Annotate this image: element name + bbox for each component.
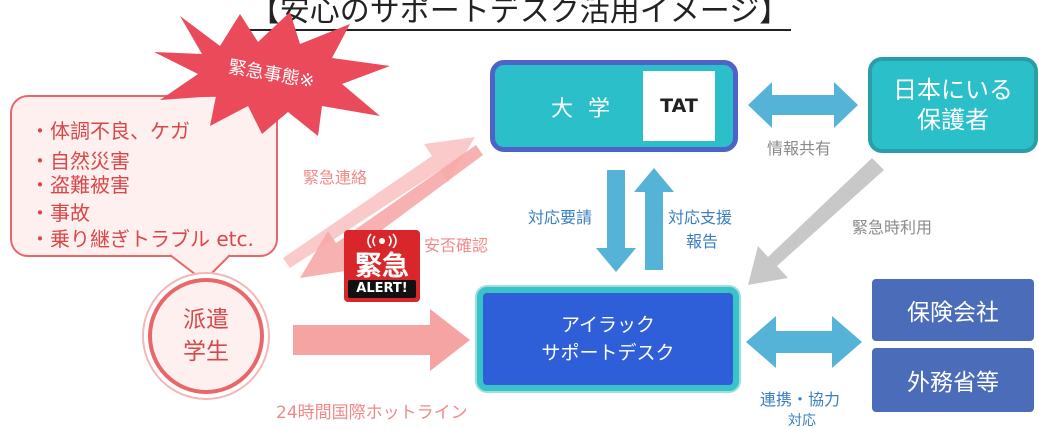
cooperate-arrow (746, 316, 862, 368)
incident-item: ・自然災害 (30, 149, 130, 173)
support-report-label-1: 対応支援 (668, 208, 733, 227)
university-node: 大 学 TAT (490, 60, 738, 152)
emergency-use-label: 緊急時利用 (852, 218, 933, 237)
tat-logo-text: TAT (660, 95, 698, 117)
emergency-use-arrow (748, 158, 884, 285)
support-report-arrow (634, 168, 674, 270)
insurance-label: 保険会社 (907, 300, 999, 326)
alert-main-label: 緊急 (355, 251, 409, 282)
support-report-label-2: 報告 (686, 232, 719, 251)
parents-node: 日本にいる 保護者 (868, 57, 1038, 153)
parents-label-line2: 保護者 (917, 106, 989, 134)
cooperate-label: 連携・協力 (760, 390, 841, 409)
burst-shape (154, 12, 390, 136)
info-share-arrow (748, 82, 858, 128)
helpdesk-label-line2: サポートデスク (541, 342, 675, 364)
respond-label: 対応 (788, 413, 816, 429)
incident-item: ・盗難被害 (30, 173, 130, 197)
incident-item: ・事故 (30, 201, 90, 225)
info-share-label: 情報共有 (767, 139, 832, 158)
insurance-node: 保険会社 (872, 279, 1034, 341)
student-node: 派遣 学生 (148, 278, 264, 394)
mofa-label: 外務省等 (907, 370, 999, 396)
emergency-burst (154, 12, 390, 136)
student-label-line2: 学生 (183, 339, 229, 365)
tat-logo: TAT (643, 71, 715, 141)
emergency-contact-label: 緊急連絡 (303, 168, 368, 187)
helpdesk-label-line1: アイラック (560, 314, 656, 336)
hotline-arrow (293, 309, 470, 371)
alert-sub-label: ALERT! (348, 280, 416, 298)
hotline-label: 24時間国際ホットライン (276, 403, 468, 423)
student-label-line1: 派遣 (183, 307, 229, 333)
broadcast-icon (367, 233, 397, 248)
alert-badge: 緊急 ALERT! (344, 230, 420, 302)
response-request-label: 対応要請 (528, 208, 593, 227)
university-label: 大 学 (551, 97, 614, 122)
incident-item: ・乗り継ぎトラブル etc. (30, 227, 254, 251)
helpdesk-node: アイラック サポートデスク (477, 287, 739, 391)
response-request-arrow (596, 170, 636, 272)
safety-check-label: 安否確認 (424, 236, 489, 255)
emergency-contact-arrow (283, 137, 475, 268)
parents-label-line1: 日本にいる (893, 76, 1013, 104)
page-title: 【安心のサポートデスク活用イメージ】 (0, 0, 1039, 31)
incident-list-box: ・体調不良、ケガ ・自然災害 ・盗難被害 ・事故 ・乗り継ぎトラブル etc. (10, 95, 278, 257)
incident-item: ・体調不良、ケガ (30, 119, 190, 143)
page-title-text: 【安心のサポートデスク活用イメージ】 (247, 0, 792, 31)
mofa-node: 外務省等 (872, 348, 1034, 412)
